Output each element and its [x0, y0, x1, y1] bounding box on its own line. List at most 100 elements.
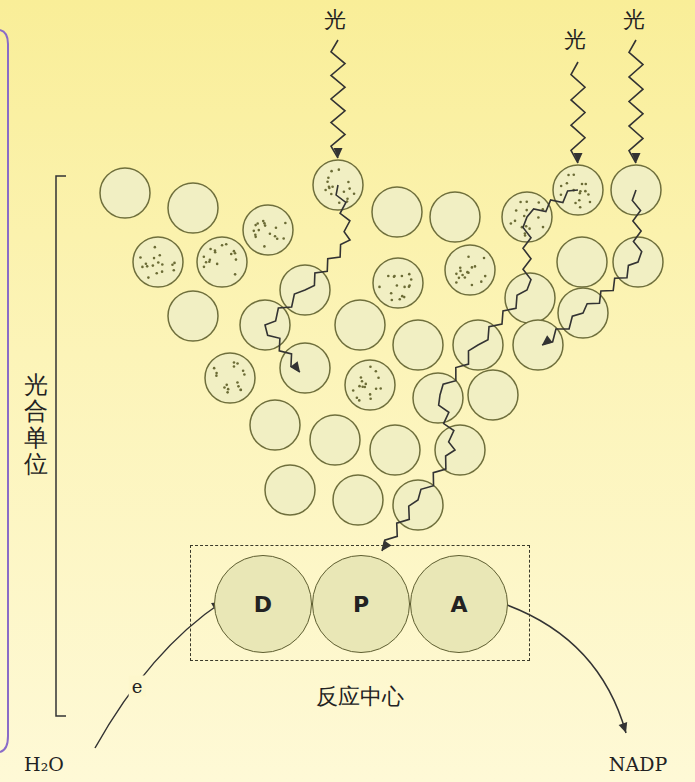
pigment-dot: [352, 389, 355, 392]
pigment-dot: [173, 262, 176, 265]
pigment-circle: P: [312, 555, 410, 653]
pigment-dot: [282, 237, 285, 240]
pigment-dot: [223, 386, 226, 389]
pigment-dot: [391, 299, 394, 302]
arrow-head: [334, 148, 343, 158]
pigment-dot: [361, 380, 364, 383]
pigment-dot: [214, 251, 217, 254]
pigment-dot: [171, 263, 174, 266]
pigment-dot: [387, 275, 390, 278]
pigment-dot: [572, 173, 575, 176]
pigment-dot: [209, 248, 212, 251]
pigment-dot: [284, 222, 287, 225]
pigment-circle: D: [214, 555, 312, 653]
pigment-dot: [215, 374, 218, 377]
pigment-circle: [557, 237, 607, 287]
pigment-dot: [233, 365, 236, 368]
pigment-dot: [464, 276, 467, 279]
pigment-dot: [375, 370, 378, 373]
pigment-dot: [145, 262, 148, 265]
pigment-dot: [240, 388, 243, 391]
pigment-dot: [375, 387, 378, 390]
arrow-head: [290, 361, 300, 372]
pigment-dot: [157, 261, 160, 264]
pigment-dot: [338, 168, 341, 171]
arrow-head: [542, 335, 553, 345]
pigment-dot: [466, 271, 469, 274]
pigment-dot: [243, 373, 246, 376]
unit-label: 光合单位: [24, 372, 48, 478]
pigment-dot: [484, 275, 487, 278]
bracket: [56, 176, 66, 716]
pigment-dot: [236, 362, 239, 365]
pigment-dot: [358, 399, 361, 402]
pigment-dot: [515, 209, 518, 212]
pigment-dot: [254, 224, 257, 227]
pigment-group: [100, 160, 663, 530]
pigment-dot: [369, 365, 372, 368]
pigment-circle: A: [410, 555, 508, 653]
pigment-circle: [265, 465, 315, 515]
pigment-dot: [263, 222, 266, 225]
pigment-dot: [324, 189, 327, 192]
electron-arrow: [95, 602, 222, 748]
pigment-dot: [155, 272, 158, 275]
pigment-dot: [146, 265, 149, 268]
pigment-dot: [208, 261, 211, 264]
energy-path: [331, 40, 345, 158]
pigment-dot: [377, 377, 380, 380]
pigment-dot: [408, 284, 411, 287]
pigment-dot: [276, 237, 279, 240]
pigment-dot: [328, 185, 331, 188]
pigment-dot: [330, 170, 333, 173]
pigment-dot: [338, 202, 341, 205]
pigment-circle: [133, 237, 183, 287]
pigment-dot: [455, 281, 458, 284]
pigment-circle: [370, 425, 420, 475]
pigment-dot: [393, 275, 396, 278]
pigment-dot: [237, 385, 240, 388]
box-heading: 反应中心: [191, 682, 529, 712]
pigment-dot: [403, 286, 406, 289]
pigment-dot: [242, 370, 245, 373]
energy-path-group: [265, 40, 643, 551]
pigment-dot: [579, 190, 582, 193]
pigment-dot: [221, 244, 224, 247]
pigment-dot: [401, 275, 404, 278]
pigment-dot: [233, 250, 236, 253]
pigment-dot: [519, 201, 522, 204]
pigment-dot: [331, 185, 334, 188]
pigment-circle: [468, 370, 518, 420]
energy-path: [571, 62, 585, 163]
pigment-dot: [587, 193, 590, 196]
pigment-dot: [343, 190, 346, 193]
pigment-dot: [203, 255, 206, 258]
pigment-dot: [225, 243, 228, 246]
frame-line: [0, 30, 8, 752]
molecule-label: H₂O: [24, 753, 64, 775]
pigment-dot: [525, 209, 528, 212]
pigment-dot: [226, 391, 229, 394]
pigment-dot: [326, 181, 329, 184]
pigment-dot: [574, 202, 577, 205]
pigment-circle: [243, 205, 293, 255]
light-label: 光: [623, 5, 645, 35]
pigment-circle: [445, 245, 495, 295]
pigment-dot: [455, 273, 458, 276]
pigment-dot: [364, 383, 367, 386]
pigment-dot: [567, 174, 570, 177]
pigment-circle: [310, 415, 360, 465]
pigment-dot: [254, 236, 257, 239]
pigment-dot: [542, 226, 545, 229]
reaction-center-box: 反应中心DPA: [190, 545, 530, 661]
pigment-dot: [213, 367, 216, 370]
pigment-dot: [275, 226, 278, 229]
arrow-head: [632, 153, 641, 163]
pigment-dot: [269, 233, 272, 236]
pigment-dot: [147, 276, 150, 279]
pigment-dot: [172, 269, 175, 272]
pigment-dot: [528, 227, 531, 230]
